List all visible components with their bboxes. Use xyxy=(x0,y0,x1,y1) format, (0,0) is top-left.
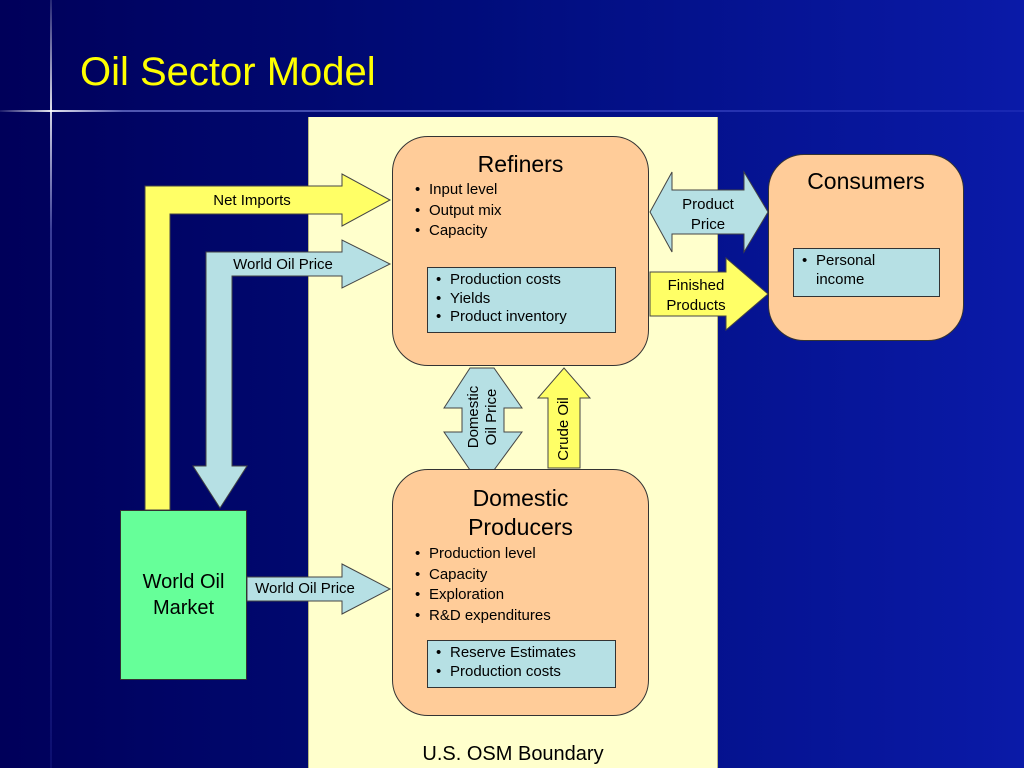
list-item: Capacity xyxy=(415,565,551,586)
domestic-producers-title: Domestic Producers xyxy=(393,484,648,542)
consumers-detail-bullets: Personal income xyxy=(802,252,912,289)
net-imports-arrow xyxy=(144,173,392,511)
decorative-vertical-line xyxy=(50,0,52,768)
refiners-detail-box: Production costs Yields Product inventor… xyxy=(427,267,616,333)
list-item: Capacity xyxy=(415,221,502,242)
refiners-detail-bullets: Production costs Yields Product inventor… xyxy=(436,271,607,327)
list-item: Personal income xyxy=(802,252,912,289)
consumers-detail-box: Personal income xyxy=(793,248,940,297)
world-oil-price-top-arrow xyxy=(192,239,392,509)
consumers-box: Consumers Personal income xyxy=(768,154,964,341)
list-item: R&D expenditures xyxy=(415,606,551,627)
list-item: Input level xyxy=(415,180,502,201)
product-price-label: Product Price xyxy=(672,195,744,235)
finished-products-label: Finished Products xyxy=(652,276,740,316)
domestic-producers-bullets: Production level Capacity Exploration R&… xyxy=(415,544,551,626)
world-oil-price-bottom-arrow xyxy=(246,563,392,615)
list-item: Production costs xyxy=(436,271,607,290)
world-oil-market-box: World Oil Market xyxy=(120,510,247,680)
world-oil-price-top-label: World Oil Price xyxy=(233,256,333,273)
finished-products-label-line2: Products xyxy=(666,297,726,314)
domestic-producers-box: Domestic Producers Production level Capa… xyxy=(392,469,649,716)
refiners-title: Refiners xyxy=(477,151,564,177)
domestic-producers-detail-bullets: Reserve Estimates Production costs xyxy=(436,644,607,681)
world-oil-market-label: World Oil Market xyxy=(143,569,225,621)
finished-products-label-line1: Finished xyxy=(667,277,725,294)
list-item: Exploration xyxy=(415,585,551,606)
refiners-bullets: Input level Output mix Capacity xyxy=(415,180,502,242)
finished-products-arrow xyxy=(649,256,769,332)
net-imports-label: Net Imports xyxy=(213,192,291,209)
domestic-oil-price-label-line2: Oil Price xyxy=(483,388,500,446)
refiners-box: Refiners Input level Output mix Capacity… xyxy=(392,136,649,366)
domestic-oil-price-label-line1: Domestic xyxy=(465,385,482,449)
world-oil-price-bottom-label: World Oil Price xyxy=(255,580,355,597)
consumers-title: Consumers xyxy=(807,168,925,194)
list-item: Reserve Estimates xyxy=(436,644,607,663)
list-item: Product inventory xyxy=(436,308,607,327)
slide-title: Oil Sector Model xyxy=(80,50,376,94)
crude-oil-label: Crude Oil xyxy=(555,397,572,461)
crude-oil-arrow xyxy=(536,367,592,469)
domestic-oil-price-label: Domestic Oil Price xyxy=(465,379,501,455)
world-oil-market-label-line1: World Oil xyxy=(142,571,225,593)
domestic-producers-title-line2: Producers xyxy=(468,514,573,540)
product-price-label-line2: Price xyxy=(690,216,726,233)
decorative-horizontal-line xyxy=(0,110,1024,112)
list-item: Production costs xyxy=(436,663,607,682)
list-item: Production level xyxy=(415,544,551,565)
domestic-producers-title-line1: Domestic xyxy=(472,485,569,511)
list-item: Output mix xyxy=(415,201,502,222)
osm-boundary-label: U.S. OSM Boundary xyxy=(422,743,604,765)
product-price-label-line1: Product xyxy=(682,196,734,213)
domestic-producers-detail-box: Reserve Estimates Production costs xyxy=(427,640,616,688)
list-item: Yields xyxy=(436,290,607,309)
world-oil-market-label-line2: Market xyxy=(152,597,215,619)
